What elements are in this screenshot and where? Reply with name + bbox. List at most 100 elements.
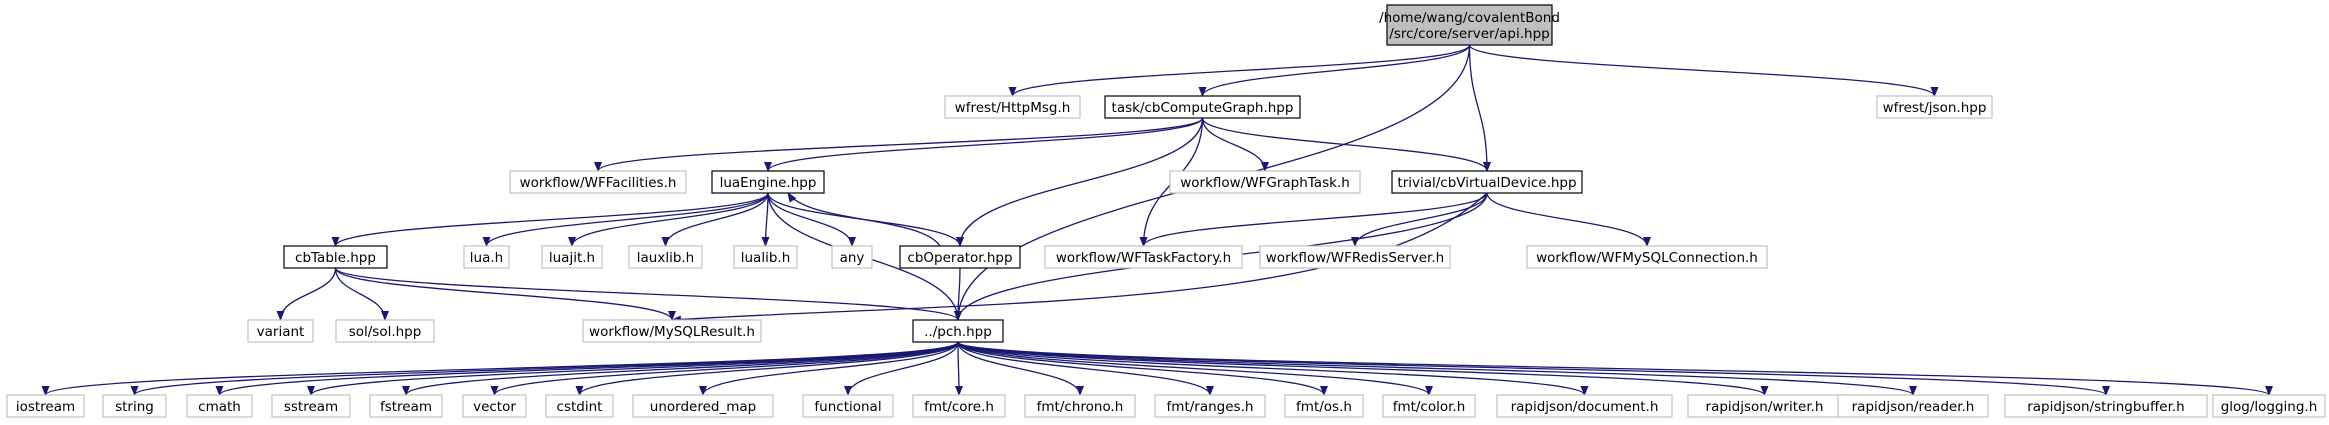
- node-label-cbtable: cbTable.hpp: [295, 250, 376, 266]
- node-box-luaengine: [711, 170, 825, 194]
- edge-api-to-computegraph: [1198, 44, 1471, 97]
- node-label-luaengine: luaEngine.hpp: [720, 175, 817, 191]
- node-box-httpmsg: [944, 95, 1081, 119]
- node-label-json: wfrest/json.hpp: [1883, 100, 1987, 116]
- node-label-httpmsg: wfrest/HttpMsg.h: [955, 100, 1071, 116]
- node-iostream: iostream: [6, 394, 85, 418]
- node-label-rjstringbuffer: rapidjson/stringbuffer.h: [2027, 399, 2185, 415]
- edge-cbtable-to-sol: [334, 267, 389, 321]
- node-box-glog: [2212, 394, 2326, 418]
- node-label-variant: variant: [257, 324, 305, 340]
- node-box-fmtcolor: [1382, 394, 1476, 418]
- node-box-rjstringbuffer: [2004, 394, 2208, 418]
- node-box-string: [102, 394, 167, 418]
- node-rjreader: rapidjson/reader.h: [1837, 394, 1989, 418]
- node-label-wfmysqlconn: workflow/WFMySQLConnection.h: [1536, 250, 1758, 266]
- node-box-vector: [462, 394, 527, 418]
- node-label-rjdocument: rapidjson/document.h: [1511, 399, 1659, 415]
- node-luajit: luajit.h: [541, 245, 603, 269]
- edge-pch-to-fmtcore: [954, 341, 963, 396]
- node-box-wfgraphtask: [1169, 170, 1361, 194]
- node-box-lualib: [733, 245, 798, 269]
- node-box-json: [1876, 95, 1993, 119]
- node-box-wffacilities: [509, 170, 687, 194]
- node-box-iostream: [6, 394, 85, 418]
- node-label-sstream: sstream: [284, 399, 338, 415]
- node-cmath: cmath: [186, 394, 253, 418]
- edge-computegraph-to-wffacilities: [594, 117, 1204, 172]
- node-wfredisserver: workflow/WFRedisServer.h: [1259, 245, 1451, 269]
- node-label-wfredisserver: workflow/WFRedisServer.h: [1266, 250, 1444, 266]
- node-string: string: [102, 394, 167, 418]
- node-vector: vector: [462, 394, 527, 418]
- edge-pch-to-rjdocument: [957, 341, 1589, 396]
- node-unordered_map: unordered_map: [632, 394, 774, 418]
- edge-pch-to-vector: [490, 341, 959, 396]
- node-box-api: [1386, 4, 1553, 46]
- node-box-sol: [335, 319, 435, 343]
- edge-virtualdevice-to-wftaskfactory: [1139, 192, 1488, 247]
- node-luaengine[interactable]: luaEngine.hpp: [711, 170, 825, 194]
- node-label-virtualdevice: trivial/cbVirtualDevice.hpp: [1397, 175, 1576, 191]
- edge-luaengine-to-any: [767, 192, 856, 247]
- node-fmtcore: fmt/core.h: [912, 394, 1006, 418]
- edge-api-to-httpmsg: [1008, 44, 1471, 97]
- node-box-lauxlib: [628, 245, 703, 269]
- node-box-cbtable: [283, 245, 388, 269]
- node-box-fmtranges: [1154, 394, 1266, 418]
- edge-cbtable-to-variant: [276, 267, 337, 321]
- edge-luaengine-to-lauxlib: [661, 192, 769, 247]
- node-glog: glog/logging.h: [2212, 394, 2326, 418]
- node-box-fmtchrono: [1024, 394, 1136, 418]
- node-computegraph[interactable]: task/cbComputeGraph.hpp: [1104, 95, 1301, 119]
- node-label-any: any: [840, 250, 865, 266]
- edge-pch-to-cmath: [215, 341, 959, 396]
- node-box-rjdocument: [1496, 394, 1673, 418]
- node-rjstringbuffer: rapidjson/stringbuffer.h: [2004, 394, 2208, 418]
- node-label-luajit: luajit.h: [549, 250, 595, 266]
- edge-pch-to-fstream: [402, 341, 959, 396]
- node-wfgraphtask: workflow/WFGraphTask.h: [1169, 170, 1361, 194]
- node-cboperator[interactable]: cbOperator.hpp: [899, 245, 1021, 269]
- node-label-vector: vector: [473, 399, 516, 415]
- node-label-lauxlib: lauxlib.h: [637, 250, 695, 266]
- node-label-wftaskfactory: workflow/WFTaskFactory.h: [1056, 250, 1231, 266]
- node-label-wfgraphtask: workflow/WFGraphTask.h: [1180, 175, 1350, 191]
- node-label-sol: sol/sol.hpp: [349, 324, 422, 340]
- node-label-api: /src/core/server/api.hpp: [1389, 26, 1549, 42]
- node-cbtable[interactable]: cbTable.hpp: [283, 245, 388, 269]
- edge-pch-to-fmtchrono: [957, 341, 1084, 396]
- node-lauxlib: lauxlib.h: [628, 245, 703, 269]
- node-httpmsg: wfrest/HttpMsg.h: [944, 95, 1081, 119]
- node-wfmysqlconn: workflow/WFMySQLConnection.h: [1526, 245, 1768, 269]
- node-box-rjreader: [1837, 394, 1989, 418]
- node-box-variant: [247, 319, 314, 343]
- node-box-virtualdevice: [1391, 170, 1583, 194]
- node-box-mysqlresult: [582, 319, 762, 343]
- node-rjdocument: rapidjson/document.h: [1496, 394, 1673, 418]
- node-api[interactable]: /home/wang/covalentBond/src/core/server/…: [1379, 4, 1560, 46]
- edge-pch-to-rjstringbuffer: [957, 341, 2110, 396]
- edge-computegraph-to-luaengine: [764, 117, 1204, 172]
- edges-layer: [41, 44, 2273, 396]
- edge-computegraph-to-virtualdevice: [1201, 117, 1491, 172]
- node-pch[interactable]: ../pch.hpp: [912, 319, 1004, 343]
- node-label-lua: lua.h: [470, 250, 503, 266]
- edge-pch-to-fmtcolor: [957, 341, 1433, 396]
- node-label-pch: ../pch.hpp: [924, 324, 992, 340]
- node-label-api: /home/wang/covalentBond: [1379, 10, 1560, 26]
- node-fmtranges: fmt/ranges.h: [1154, 394, 1266, 418]
- node-mysqlresult: workflow/MySQLResult.h: [582, 319, 762, 343]
- node-fmtchrono: fmt/chrono.h: [1024, 394, 1136, 418]
- node-virtualdevice[interactable]: trivial/cbVirtualDevice.hpp: [1391, 170, 1583, 194]
- node-label-computegraph: task/cbComputeGraph.hpp: [1112, 100, 1294, 116]
- node-box-fmtcore: [912, 394, 1006, 418]
- node-wftaskfactory: workflow/WFTaskFactory.h: [1044, 245, 1243, 269]
- node-box-wfmysqlconn: [1526, 245, 1768, 269]
- edge-luaengine-to-luajit: [568, 192, 769, 247]
- edge-pch-to-sstream: [307, 341, 959, 396]
- edge-pch-to-fmtos: [957, 341, 1328, 396]
- node-box-wfredisserver: [1259, 245, 1451, 269]
- node-label-fmtos: fmt/os.h: [1296, 399, 1352, 415]
- edge-cbtable-to-mysqlresult: [334, 267, 676, 321]
